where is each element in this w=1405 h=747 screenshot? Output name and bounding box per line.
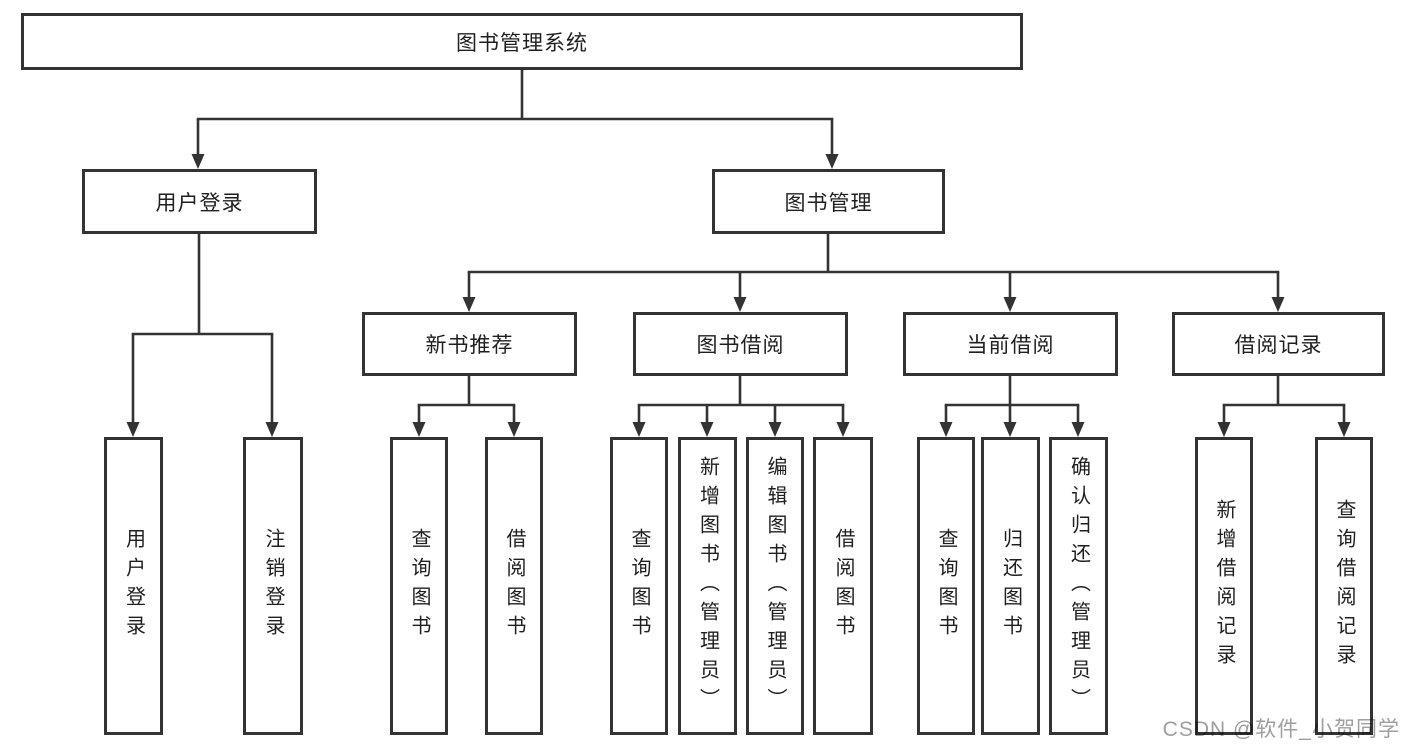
node-borrow-records: 借阅记录 (1172, 312, 1385, 376)
leaf-edit-books-admin: 编辑图书（管理员） (746, 437, 804, 735)
leaf-add-borrow-record: 新增借阅记录 (1195, 437, 1253, 735)
node-book-borrow: 图书借阅 (633, 312, 848, 376)
connector-book-borrow-to-leaves (632, 376, 850, 437)
connector-root-to-level2 (191, 69, 839, 169)
leaf-return-books: 归还图书 (981, 437, 1040, 735)
node-library-system: 图书管理系统 (21, 13, 1023, 70)
leaf-confirm-return-admin: 确认归还（管理员） (1049, 437, 1108, 735)
node-book-management: 图书管理 (712, 169, 945, 234)
leaf-query-books-current: 查询图书 (917, 437, 975, 735)
leaf-query-books-borrow: 查询图书 (610, 437, 668, 735)
leaf-add-books-admin: 新增图书（管理员） (678, 437, 737, 735)
connector-user-login-to-leaves (126, 233, 279, 437)
connector-new-book-to-leaves (412, 376, 521, 437)
leaf-borrow-books: 借阅图书 (813, 437, 873, 735)
node-new-book-recommend: 新书推荐 (362, 312, 577, 376)
node-current-borrow: 当前借阅 (903, 312, 1118, 376)
leaf-borrow-books-recommend: 借阅图书 (485, 437, 543, 735)
connector-current-borrow-to-leaves (939, 376, 1085, 437)
leaf-query-borrow-record: 查询借阅记录 (1315, 437, 1373, 735)
leaf-logout: 注销登录 (243, 437, 303, 735)
leaf-query-books-recommend: 查询图书 (390, 437, 448, 735)
connector-book-mgmt-to-level3 (462, 233, 1285, 312)
leaf-user-login: 用户登录 (104, 437, 163, 735)
connector-borrow-records-to-leaves (1217, 376, 1351, 437)
node-user-login: 用户登录 (82, 169, 317, 234)
